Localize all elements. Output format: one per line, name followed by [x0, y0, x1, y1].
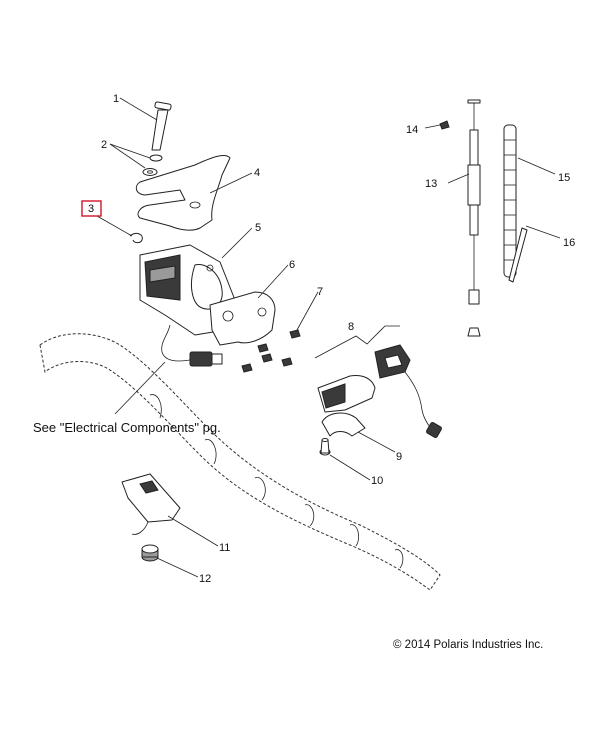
electrical-connector: [161, 324, 223, 367]
callout-2: 2: [101, 139, 107, 151]
electrical-components-note: See "Electrical Components" pg.: [33, 420, 221, 435]
part-11-bracket: [121, 473, 181, 535]
part-1-bolt: [151, 101, 172, 151]
part-3-clip: [129, 232, 143, 244]
part-8-throttle-assembly: [317, 344, 442, 438]
part-12-grommet: [141, 544, 159, 562]
part-15-sleeve: [503, 124, 517, 278]
screws: [241, 329, 301, 373]
part-14-clip: [439, 120, 450, 130]
part-13-cable: [467, 99, 481, 337]
part-4-bracket: [135, 155, 231, 231]
callout-6: 6: [289, 259, 295, 271]
copyright: © 2014 Polaris Industries Inc.: [393, 639, 543, 651]
callout-8: 8: [348, 321, 354, 333]
callout-14: 14: [406, 124, 418, 136]
part-2-washers: [142, 154, 163, 176]
part-10-pin: [319, 438, 331, 456]
callout-9: 9: [396, 451, 402, 463]
callout-5: 5: [255, 222, 261, 234]
callout-13: 13: [425, 178, 437, 190]
callout-12: 12: [199, 573, 211, 585]
part-6-clamp-plate: [209, 291, 276, 346]
callout-15: 15: [558, 172, 570, 184]
callout-4: 4: [254, 167, 260, 179]
callout-11: 11: [219, 542, 230, 554]
callout-16: 16: [563, 237, 575, 249]
callout-3-highlight: [81, 200, 102, 217]
handlebar: [39, 333, 441, 591]
callout-labels: 1 2 3 4 5 6 7 8 9 10 11 12 13 14 15 16: [88, 93, 575, 585]
leader-lines: [96, 97, 561, 578]
callout-3: 3: [88, 203, 94, 215]
callout-10: 10: [371, 475, 383, 487]
callout-1: 1: [113, 93, 119, 105]
callout-7: 7: [317, 286, 323, 298]
part-16-tie-strap: [508, 227, 528, 283]
